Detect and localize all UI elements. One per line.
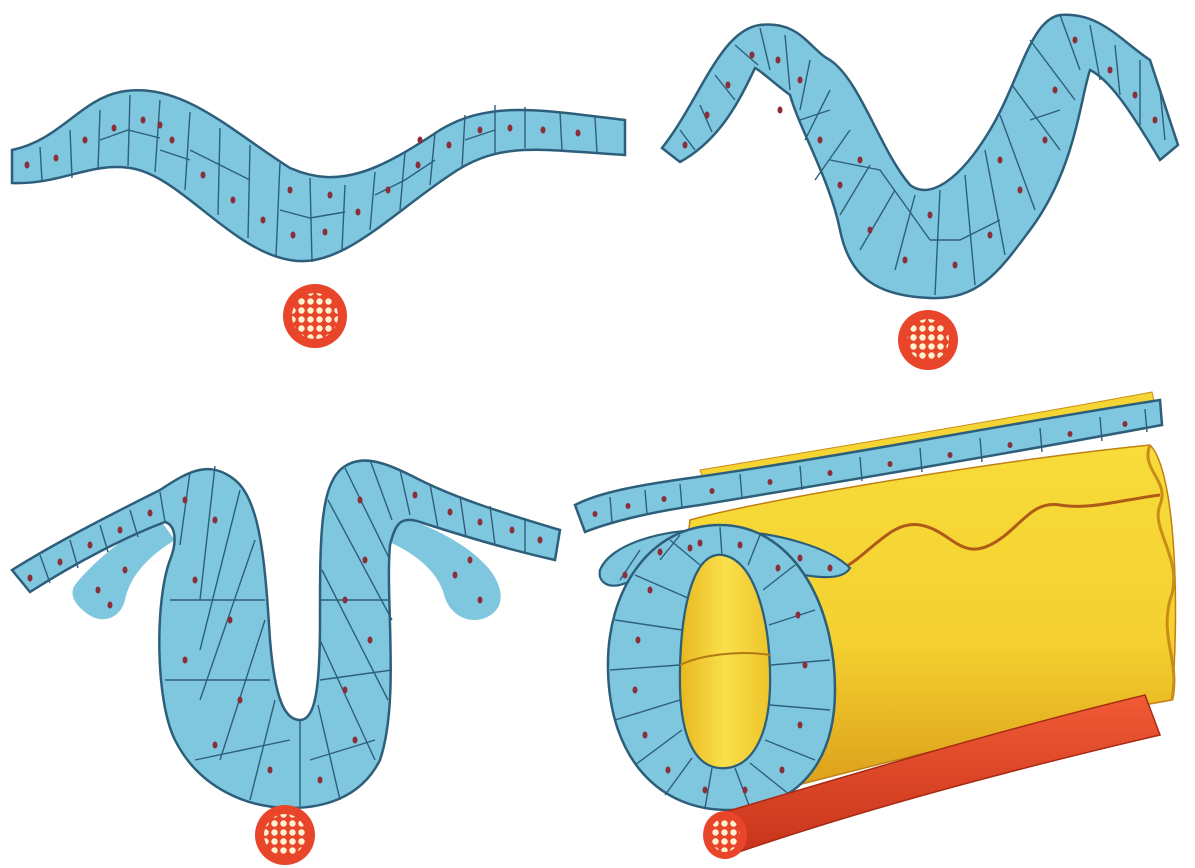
- panel-3-neural-folds: [12, 460, 560, 865]
- neural-folds-epithelium: [12, 461, 560, 808]
- panel-2-neural-groove: [662, 15, 1178, 370]
- panel-1-neural-plate: [12, 90, 625, 348]
- notochord-2: [898, 310, 958, 370]
- neural-plate-epithelium: [12, 90, 625, 261]
- panel-4-neural-tube: [575, 392, 1176, 859]
- notochord-rod-end: [703, 811, 747, 859]
- notochord-1: [283, 284, 347, 348]
- notochord-3: [255, 805, 315, 865]
- neural-groove-epithelium: [662, 15, 1178, 298]
